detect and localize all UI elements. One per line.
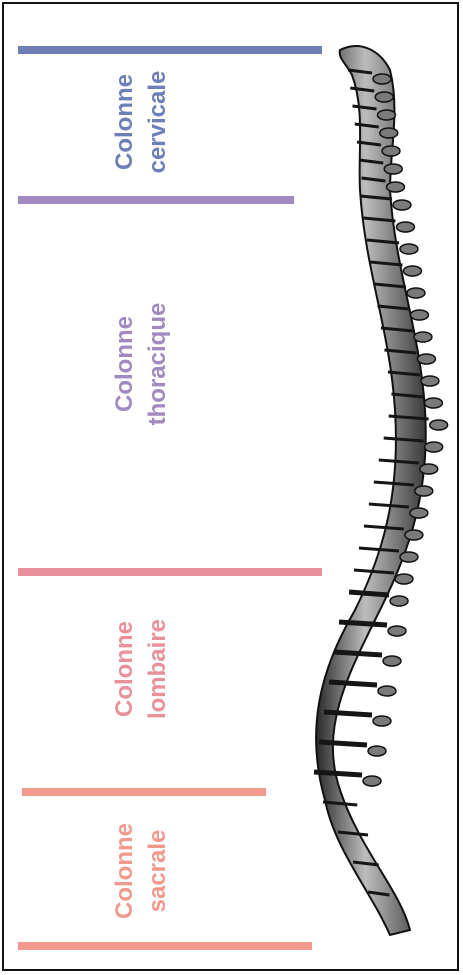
vertebra-gap-31: [314, 772, 362, 775]
spinous-process-0: [373, 74, 391, 84]
spinous-process-4: [382, 146, 400, 156]
vertebra-gap-29: [324, 712, 372, 715]
divider-top: [18, 46, 322, 54]
vertebra-gap-30: [319, 742, 367, 745]
vertebra-gap-25: [349, 592, 389, 595]
label-cervical-line2: cervicale: [141, 62, 174, 182]
label-lumbar-line2: lombaire: [141, 604, 174, 734]
label-thoracic-line2: thoracique: [141, 284, 174, 444]
spinous-process-20: [415, 486, 433, 496]
label-thoracic-line1: Colonne: [108, 284, 141, 444]
label-sacral: Colonne sacrale: [108, 816, 174, 926]
spinous-process-24: [395, 574, 413, 584]
vertebra-gap-28: [329, 682, 377, 685]
vertebra-gap-26: [339, 622, 387, 625]
spine-illustration: [300, 30, 460, 950]
spinous-process-29: [373, 716, 391, 726]
spinous-process-19: [420, 464, 438, 474]
spinous-process-13: [414, 332, 432, 342]
vertebra-gap-27: [334, 652, 382, 655]
spinous-process-8: [396, 222, 414, 232]
spinous-process-23: [400, 552, 418, 562]
spinous-process-18: [425, 442, 443, 452]
spinous-process-26: [388, 626, 406, 636]
spinous-process-31: [363, 776, 381, 786]
spinous-process-15: [421, 376, 439, 386]
spinous-process-2: [378, 110, 396, 120]
spinous-process-7: [393, 200, 411, 210]
divider-thoracic-lumbar: [18, 568, 322, 576]
spinous-process-14: [417, 354, 435, 364]
divider-lumbar-sacral: [22, 788, 266, 796]
spinous-process-6: [387, 182, 405, 192]
label-cervical-line1: Colonne: [108, 62, 141, 182]
divider-cervical-thoracic: [18, 196, 294, 204]
spinous-process-17: [430, 420, 448, 430]
divider-bottom: [18, 942, 312, 950]
spinous-process-21: [410, 508, 428, 518]
label-sacral-line2: sacrale: [141, 816, 174, 926]
spinous-process-10: [403, 266, 421, 276]
spinous-process-12: [410, 310, 428, 320]
label-cervical: Colonne cervicale: [108, 62, 174, 182]
spinous-process-16: [424, 398, 442, 408]
spinous-process-25: [390, 596, 408, 606]
spinous-process-27: [383, 656, 401, 666]
spinous-process-22: [405, 530, 423, 540]
spinous-process-9: [400, 244, 418, 254]
spinous-process-3: [380, 128, 398, 138]
spinous-process-30: [368, 746, 386, 756]
label-sacral-line1: Colonne: [108, 816, 141, 926]
spinous-process-1: [375, 92, 393, 102]
spinous-process-11: [407, 288, 425, 298]
spinous-process-5: [384, 164, 402, 174]
label-thoracic: Colonne thoracique: [108, 284, 174, 444]
label-lumbar-line1: Colonne: [108, 604, 141, 734]
spinous-process-28: [378, 686, 396, 696]
label-lumbar: Colonne lombaire: [108, 604, 174, 734]
